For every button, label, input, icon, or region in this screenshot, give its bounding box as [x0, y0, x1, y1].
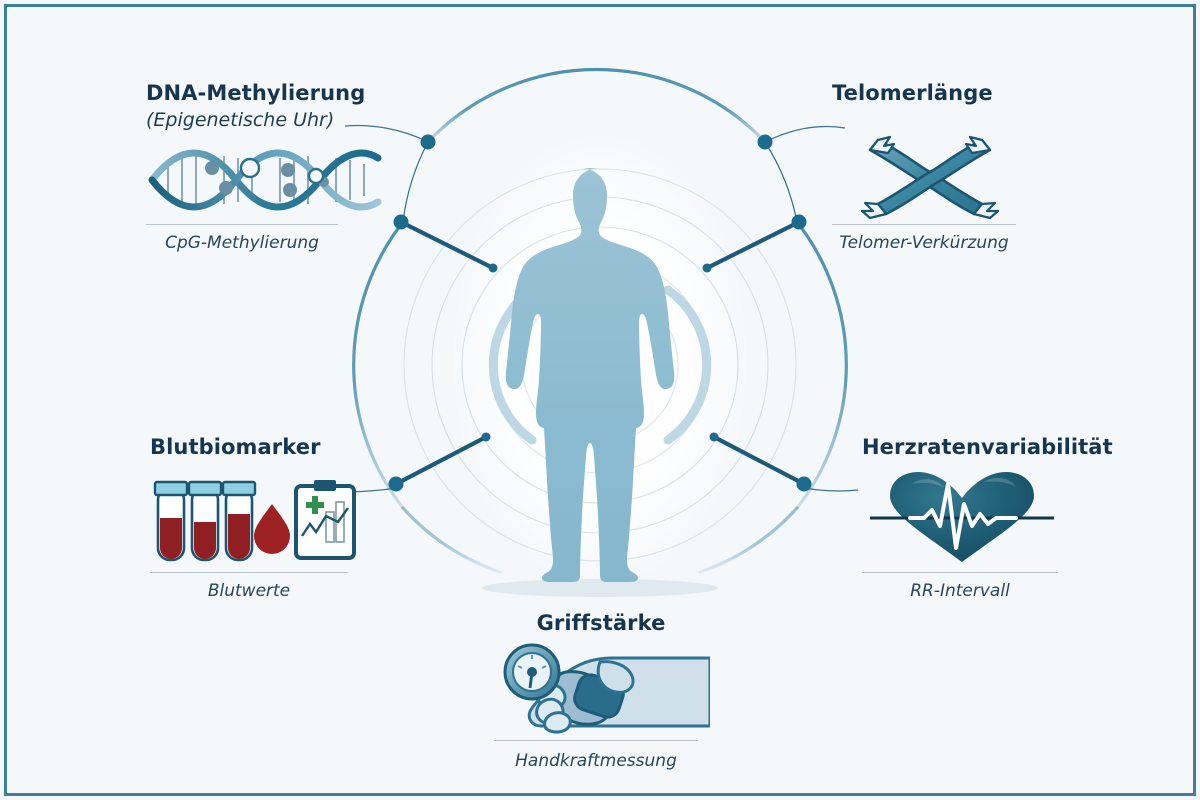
node-hrv: [796, 476, 812, 492]
panel-caption-telomere: Telomer-Verkürzung: [839, 233, 1009, 253]
blood-drop-icon: [254, 504, 290, 554]
panel-title-blood: Blutbiomarker: [150, 435, 321, 459]
dna-helix-icon: [148, 149, 382, 211]
panel-heart-rate-variability: Herzratenvariabilität RR-Intervall: [862, 434, 1113, 601]
divider-dna: [146, 224, 338, 225]
panel-caption-grip: Handkraftmessung: [515, 751, 677, 771]
medical-cross-icon: [306, 496, 324, 514]
clipboard-icon: [294, 484, 356, 560]
ground-shadow: [482, 579, 718, 597]
node-telomere: [757, 134, 773, 150]
gauge-needle: [528, 671, 534, 689]
panel-dna-methylation: DNA-Methylierung (Epigenetische Uhr): [146, 80, 382, 253]
node-dna: [420, 134, 436, 150]
panel-telomere-length: Telomerlänge Telomer-Verkürzung: [832, 80, 1032, 253]
divider-grip: [494, 740, 698, 741]
ring-nodes: [388, 134, 812, 492]
panel-caption-hrv: RR-Intervall: [910, 581, 1010, 601]
radial-spokes: [393, 219, 807, 487]
test-tube: [187, 480, 223, 562]
panel-title-grip: Griffstärke: [536, 611, 666, 635]
panel-title-dna: DNA-Methylierung: [146, 81, 366, 105]
trend-line: [301, 507, 349, 537]
panel-title-hrv: Herzratenvariabilität: [862, 435, 1113, 459]
divider-hrv: [862, 572, 1058, 573]
node-blood: [388, 476, 404, 492]
panel-subtitle-dna: (Epigenetische Uhr): [146, 109, 335, 131]
divider-blood: [150, 572, 348, 573]
ecg-waveform: [908, 482, 1018, 550]
test-tube: [221, 480, 257, 562]
node-dna-inner: [393, 214, 409, 230]
panel-blood-biomarker: Blutbiomarker: [150, 434, 370, 601]
hand-dynamometer-icon: [503, 643, 710, 734]
chromosome-icon: [860, 135, 1000, 220]
panel-caption-blood: Blutwerte: [207, 581, 291, 601]
blood-tubes-clipboard-icon: [153, 480, 356, 562]
divider-telomere: [832, 224, 1016, 225]
panel-caption-dna: CpG-Methylierung: [165, 233, 319, 253]
human-body-silhouette: [505, 168, 675, 582]
heart-ecg-icon: [870, 472, 1054, 562]
panel-grip-strength: Griffstärke: [486, 610, 716, 771]
test-tube: [153, 480, 189, 562]
panel-title-telomere: Telomerlänge: [832, 81, 993, 105]
node-telomere-inner: [791, 214, 807, 230]
